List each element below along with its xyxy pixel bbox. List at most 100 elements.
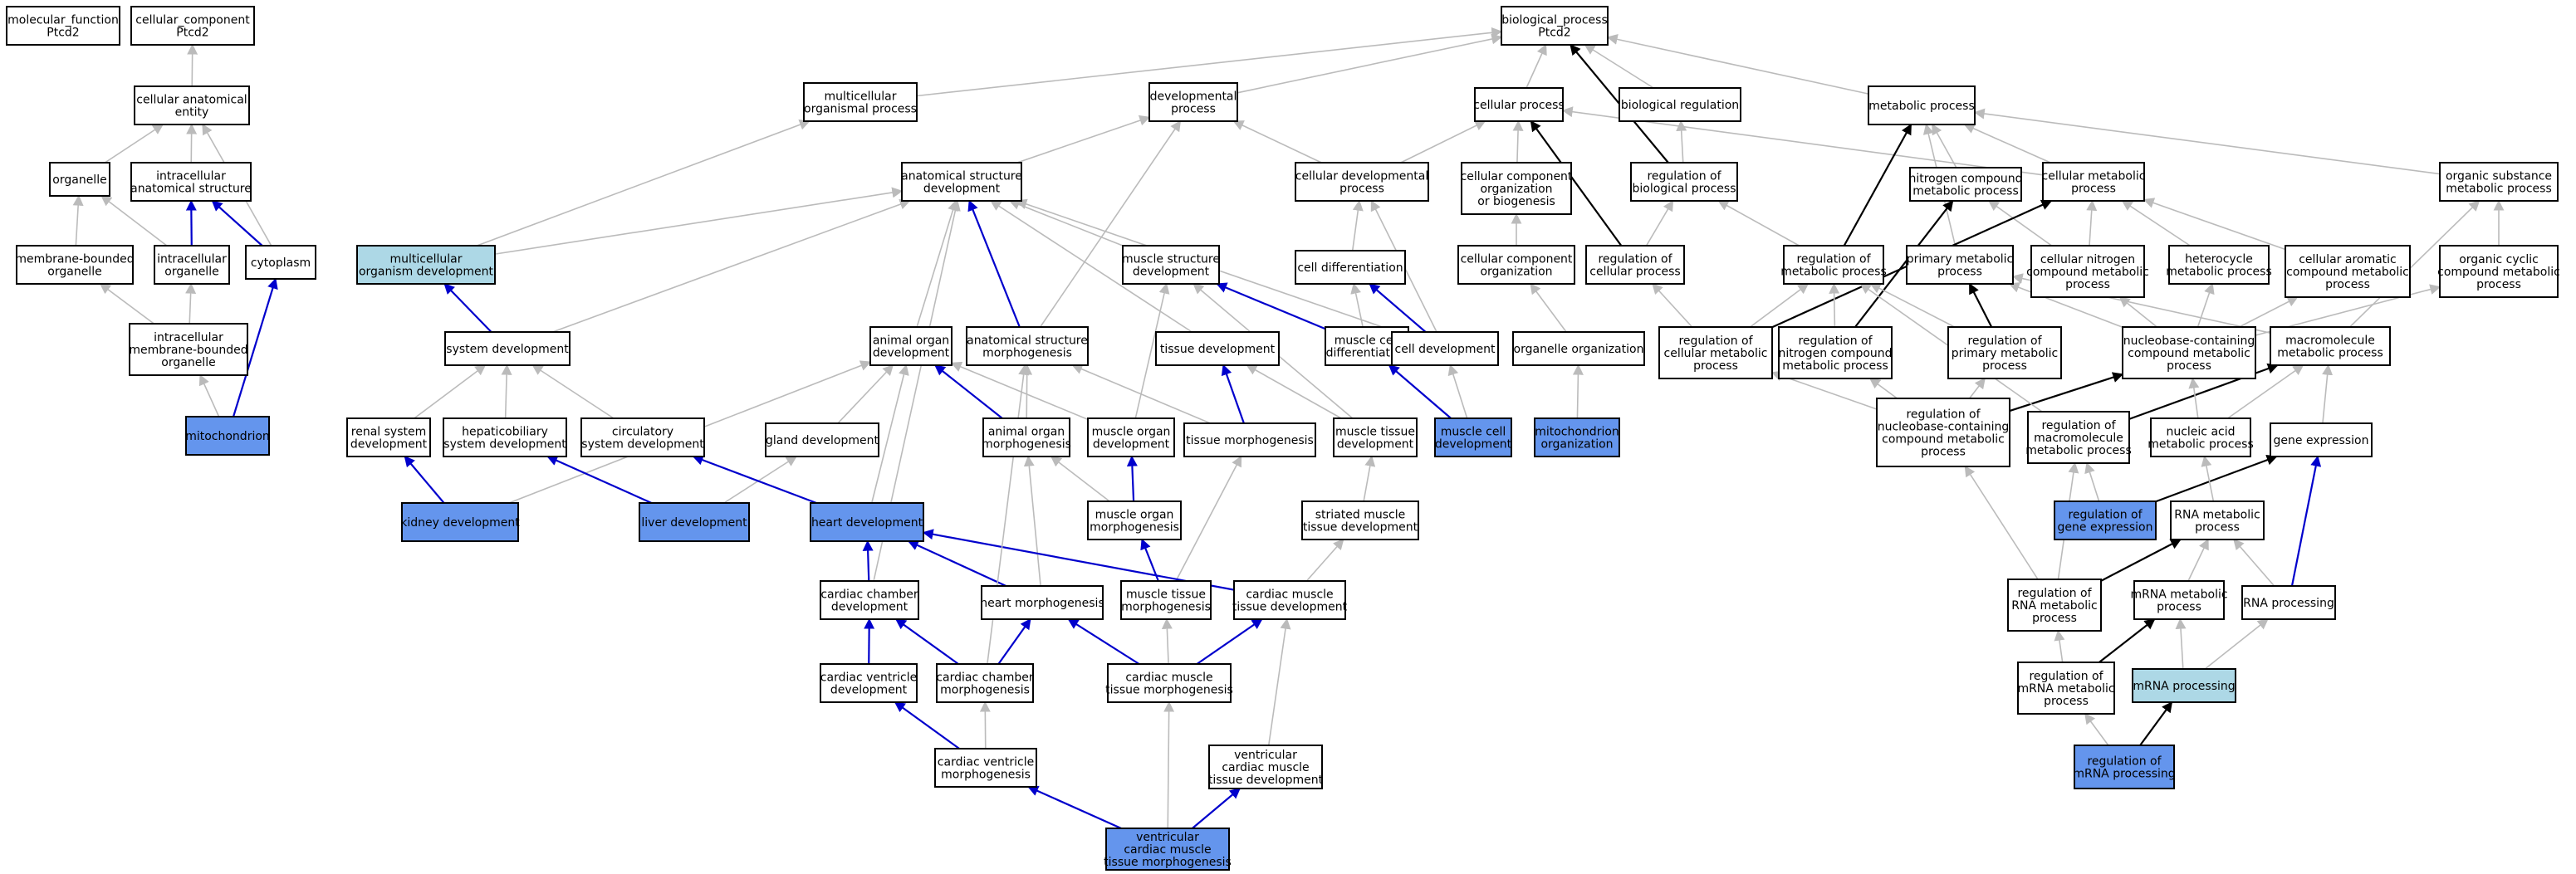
node-box[interactable] — [1619, 87, 1741, 122]
node-box[interactable] — [1333, 417, 1418, 457]
node-box[interactable] — [1107, 663, 1232, 703]
node-box[interactable] — [2285, 245, 2411, 298]
node-box[interactable] — [356, 245, 496, 285]
node-box[interactable] — [820, 663, 918, 703]
node-box[interactable] — [936, 663, 1034, 703]
node-regulation-of-nucleobase-cmp[interactable]: regulation ofnucleobase-containingcompou… — [1876, 398, 2010, 467]
node-box[interactable] — [2042, 162, 2145, 202]
node-organelle-organization[interactable]: organelle organization — [1512, 331, 1645, 366]
node-box[interactable] — [1120, 580, 1212, 620]
node-box[interactable] — [154, 245, 230, 285]
node-gene-expression[interactable]: gene expression — [2270, 422, 2373, 457]
node-heart-development[interactable]: heart development — [810, 502, 924, 542]
node-box[interactable] — [1512, 331, 1645, 366]
node-box[interactable] — [1301, 500, 1419, 540]
node-box[interactable] — [2074, 745, 2175, 789]
node-box[interactable] — [1105, 828, 1230, 871]
node-box[interactable] — [2017, 662, 2115, 715]
node-cell-differentiation[interactable]: cell differentiation — [1295, 250, 1406, 285]
node-cytoplasm[interactable]: cytoplasm — [245, 245, 316, 280]
node-box[interactable] — [1434, 417, 1512, 457]
node-mrna-processing[interactable]: mRNA processing — [2132, 668, 2236, 703]
node-heart-morphogenesis[interactable]: heart morphogenesis — [980, 585, 1104, 620]
node-box[interactable] — [346, 417, 431, 457]
node-box[interactable] — [1909, 167, 2022, 202]
node-box[interactable] — [2007, 579, 2102, 632]
node-box[interactable] — [2054, 500, 2157, 540]
node-organelle[interactable]: organelle — [49, 162, 110, 197]
node-box[interactable] — [134, 85, 250, 125]
node-box[interactable] — [1868, 85, 1976, 125]
node-box[interactable] — [129, 323, 248, 376]
node-box[interactable] — [444, 331, 571, 366]
node-box[interactable] — [1155, 331, 1280, 366]
node-metabolic-process[interactable]: metabolic process — [1868, 85, 1976, 125]
node-box[interactable] — [401, 502, 519, 542]
node-box[interactable] — [2030, 245, 2145, 298]
node-tissue-morphogenesis[interactable]: tissue morphogenesis — [1183, 422, 1316, 457]
node-box[interactable] — [2170, 500, 2265, 540]
node-box[interactable] — [2133, 580, 2225, 620]
node-box[interactable] — [1630, 162, 1738, 202]
node-box[interactable] — [1295, 162, 1429, 202]
node-box[interactable] — [639, 502, 750, 542]
node-box[interactable] — [966, 326, 1089, 366]
node-box[interactable] — [901, 162, 1022, 202]
node-box[interactable] — [1233, 580, 1346, 620]
node-tissue-development[interactable]: tissue development — [1155, 331, 1280, 366]
node-box[interactable] — [1501, 6, 1609, 46]
node-rna-processing[interactable]: RNA processing — [2241, 585, 2336, 620]
node-mitochondrion[interactable]: mitochondrion — [185, 416, 270, 456]
node-box[interactable] — [2027, 411, 2130, 464]
node-box[interactable] — [1585, 245, 1685, 285]
node-box[interactable] — [16, 245, 134, 285]
node-box[interactable] — [130, 162, 252, 202]
node-box[interactable] — [2241, 585, 2336, 620]
node-box[interactable] — [1658, 326, 1773, 379]
node-box[interactable] — [2270, 326, 2391, 366]
node-box[interactable] — [130, 6, 255, 46]
node-box[interactable] — [1783, 245, 1884, 285]
node-box[interactable] — [765, 422, 879, 457]
